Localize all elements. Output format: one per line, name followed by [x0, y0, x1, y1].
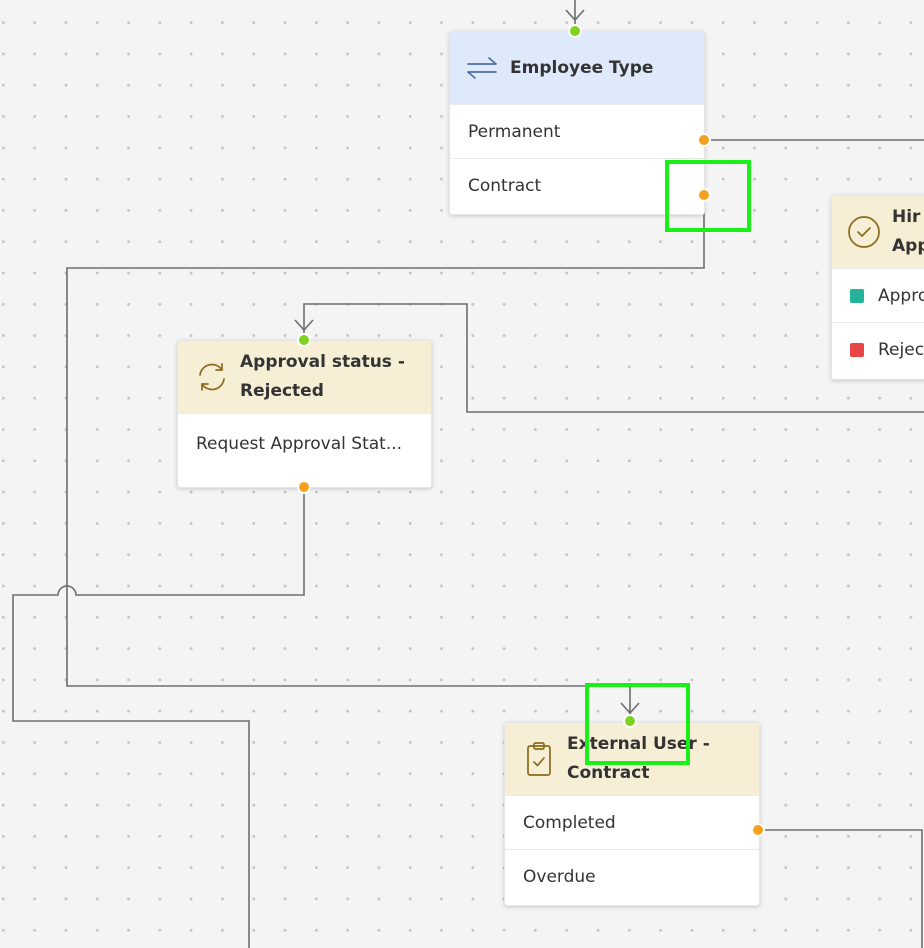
check-circle-icon	[846, 214, 882, 250]
external-user-contract-node[interactable]: External User - Contract Completed Overd…	[504, 722, 760, 906]
outcome-row-request-approval-status[interactable]: Request Approval Stat...	[178, 413, 431, 473]
connector-approval-return	[303, 303, 924, 413]
outcome-label-rejected: Rejec	[878, 339, 924, 360]
approval-status-header[interactable]: Approval status - Rejected	[178, 341, 431, 413]
hiring-approval-title-line2: App	[892, 236, 924, 256]
approval-status-node[interactable]: Approval status - Rejected Request Appro…	[177, 340, 432, 488]
hiring-approval-node[interactable]: Hir App Appro Rejec	[831, 195, 924, 380]
external-user-title-line1: External User -	[567, 734, 710, 754]
employee-type-input-port[interactable]	[568, 24, 582, 38]
permanent-output-port[interactable]	[697, 133, 711, 147]
refresh-icon	[194, 359, 230, 395]
hiring-approval-header[interactable]: Hir App	[832, 196, 924, 268]
approval-status-title-line1: Approval status -	[240, 352, 405, 372]
connector-approval-arrow	[294, 319, 314, 332]
external-user-title-line2: Contract	[567, 763, 650, 783]
employee-type-header[interactable]: Employee Type	[450, 32, 704, 104]
employee-type-title: Employee Type	[510, 58, 654, 78]
outcome-row-completed[interactable]: Completed	[505, 795, 759, 849]
connector-completed	[758, 829, 923, 948]
approval-status-input-port[interactable]	[297, 333, 311, 347]
outcome-row-approved[interactable]: Appro	[832, 268, 924, 322]
completed-output-port[interactable]	[751, 823, 765, 837]
approval-status-output-port[interactable]	[297, 480, 311, 494]
connector-top-arrow	[565, 9, 585, 22]
approval-status-title-line2: Rejected	[240, 381, 324, 401]
approved-status-marker	[850, 288, 864, 303]
connector-contract	[66, 195, 705, 720]
connector-contract-arrow	[620, 702, 640, 715]
hiring-approval-title-line1: Hir	[892, 207, 921, 227]
outcome-row-contract[interactable]: Contract	[450, 158, 704, 212]
outcome-label-approved: Appro	[878, 285, 924, 306]
employee-type-node[interactable]: Employee Type Permanent Contract	[449, 31, 705, 215]
outcome-row-permanent[interactable]: Permanent	[450, 104, 704, 158]
external-user-input-port[interactable]	[623, 714, 637, 728]
external-user-header[interactable]: External User - Contract	[505, 723, 759, 795]
rejected-status-marker	[850, 342, 864, 357]
outcome-row-rejected[interactable]: Rejec	[832, 322, 924, 376]
connector-approval-output	[12, 487, 305, 948]
outcome-row-overdue[interactable]: Overdue	[505, 849, 759, 903]
arrows-swap-icon	[464, 50, 500, 86]
clipboard-check-icon	[521, 741, 557, 777]
contract-output-port[interactable]	[697, 188, 711, 202]
